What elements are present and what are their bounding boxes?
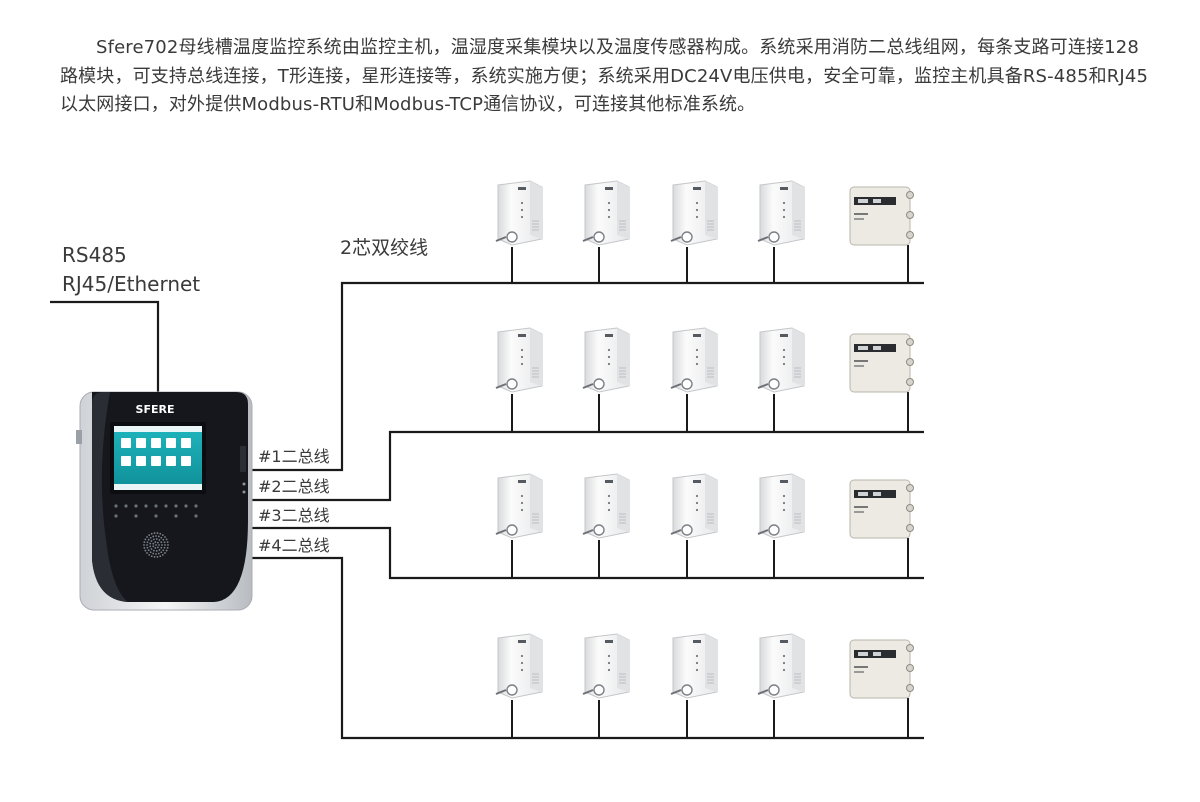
bus-line-4 [252, 556, 924, 740]
temp-humidity-module-icon [495, 180, 543, 283]
temperature-sensor-icon [849, 186, 914, 283]
bus-line-2 [252, 430, 924, 502]
temp-humidity-module-icon [757, 180, 805, 283]
interface-wire [50, 300, 160, 392]
bus-labels: #1二总线 #2二总线 #3二总线 #4二总线 [258, 447, 330, 555]
host-indicator-leds [114, 504, 198, 518]
field-devices [495, 180, 914, 738]
temperature-sensor-icon [849, 479, 914, 578]
cable-label: 2芯双绞线 [340, 237, 428, 259]
bus-label-3: #3二总线 [258, 506, 330, 525]
host-brand-logo: SFERE [136, 403, 175, 416]
interface-label-rs485: RS485 [62, 243, 127, 267]
temp-humidity-module-icon [582, 633, 630, 738]
bus-wiring [252, 281, 924, 740]
temp-humidity-module-icon [495, 633, 543, 738]
host-speaker-grille [143, 532, 169, 558]
temp-humidity-module-icon [582, 327, 630, 432]
temp-humidity-module-icon [582, 180, 630, 283]
temp-humidity-module-icon [757, 327, 805, 432]
temp-humidity-module-icon [670, 180, 718, 283]
temp-humidity-module-icon [670, 633, 718, 738]
bus-line-1 [252, 281, 924, 472]
bus-label-2: #2二总线 [258, 477, 330, 496]
bus-label-1: #1二总线 [258, 447, 330, 466]
monitoring-host: SFERE [76, 391, 253, 611]
temperature-sensor-icon [849, 639, 914, 738]
temp-humidity-module-icon [757, 633, 805, 738]
temp-humidity-module-icon [670, 473, 718, 578]
intro-paragraph: Sfere702母线槽温度监控系统由监控主机，温湿度采集模块以及温度传感器构成。… [60, 37, 1149, 115]
temp-humidity-module-icon [670, 327, 718, 432]
temperature-sensor-icon [849, 333, 914, 432]
temp-humidity-module-icon [495, 327, 543, 432]
temp-humidity-module-icon [757, 473, 805, 578]
temp-humidity-module-icon [495, 473, 543, 578]
interface-label-rj45: RJ45/Ethernet [62, 272, 200, 296]
bus-label-4: #4二总线 [258, 536, 330, 555]
host-touch-screen [110, 422, 206, 494]
bus-line-3 [252, 526, 924, 580]
temp-humidity-module-icon [582, 473, 630, 578]
